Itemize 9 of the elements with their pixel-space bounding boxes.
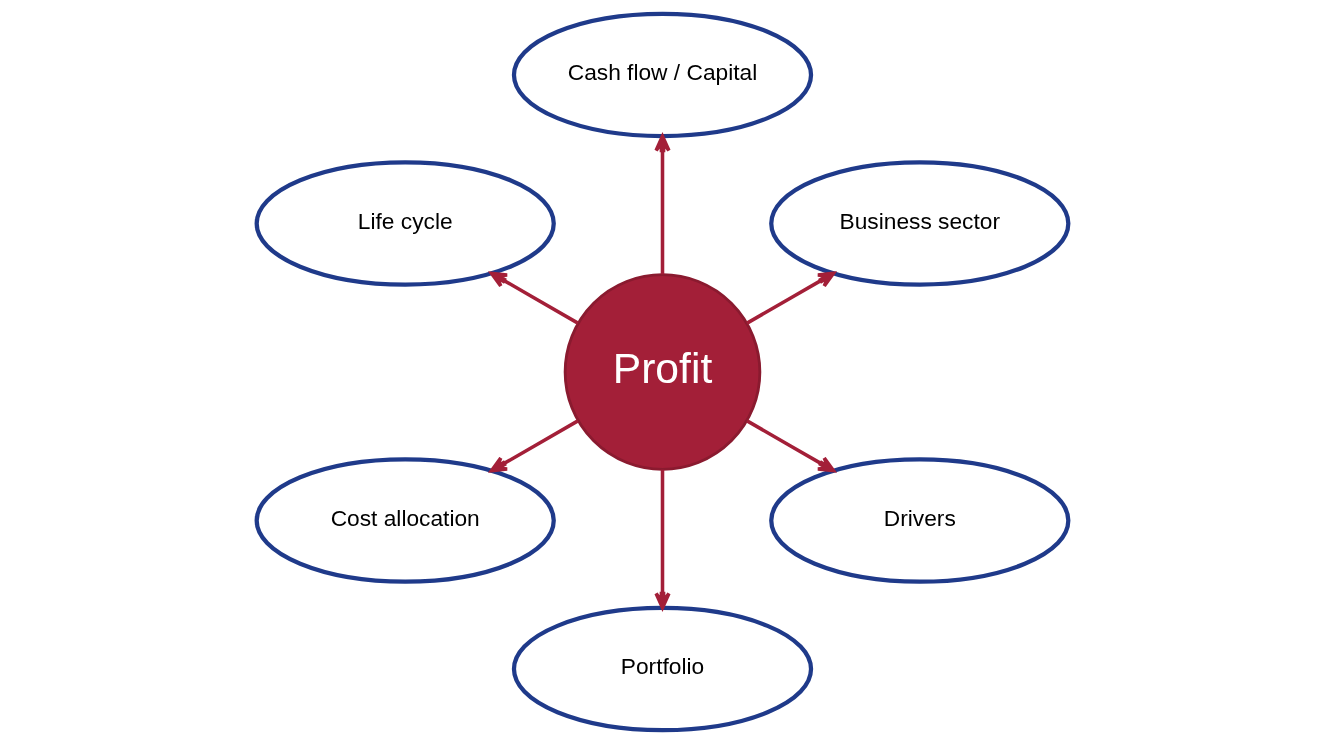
arrow: [746, 271, 836, 325]
node-ellipse: Cash flow / Capital: [511, 11, 814, 139]
arrow: [654, 469, 671, 610]
arrow: [654, 134, 671, 275]
arrow: [489, 419, 579, 473]
node-ellipse: Portfolio: [511, 605, 814, 733]
arrow: [489, 271, 579, 325]
arrow: [746, 419, 836, 473]
node-circle: Profit: [563, 273, 762, 471]
